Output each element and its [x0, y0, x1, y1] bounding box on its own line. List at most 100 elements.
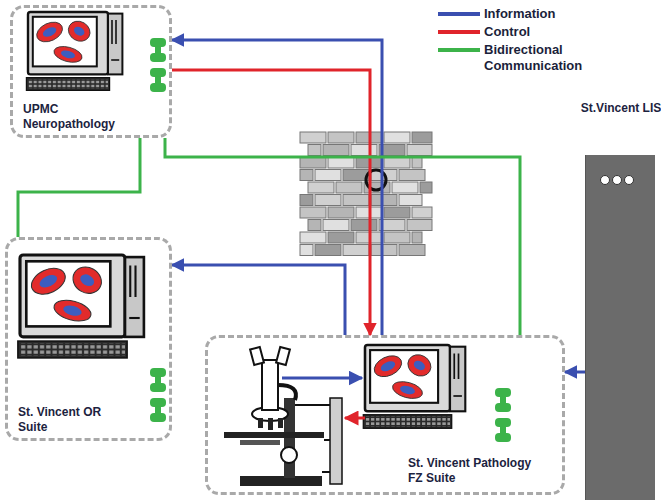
site-box: UPMC Neuropathology	[10, 5, 172, 138]
site-box: St. Vincent OR Suite	[5, 237, 172, 441]
microscope	[250, 347, 264, 365]
microscope	[276, 347, 290, 365]
legend-line	[436, 6, 484, 22]
brick	[300, 157, 326, 168]
brick	[308, 145, 321, 156]
legend: InformationControlBidirectional Communic…	[436, 6, 614, 76]
server-light	[613, 176, 622, 185]
brick	[300, 170, 313, 181]
brick	[351, 220, 377, 231]
microscope	[240, 476, 322, 486]
brick	[399, 170, 425, 181]
microscope	[278, 418, 283, 428]
brick	[308, 182, 334, 193]
telephone	[150, 368, 166, 422]
brick	[412, 207, 432, 218]
brick	[300, 207, 326, 218]
telephone	[495, 388, 511, 442]
microscope	[224, 347, 365, 486]
microscope	[224, 432, 324, 438]
brick	[328, 232, 354, 243]
brick	[328, 132, 354, 143]
brick	[407, 145, 432, 156]
microscope	[278, 385, 296, 400]
legend-row: Bidirectional Communication	[436, 42, 614, 74]
server-lights	[599, 173, 639, 187]
connector	[18, 138, 140, 237]
microscope	[295, 404, 330, 406]
server-light	[625, 176, 634, 185]
telephone	[150, 38, 166, 92]
brick	[308, 220, 321, 231]
brick	[412, 132, 432, 143]
brick	[323, 220, 349, 231]
microscope	[240, 440, 280, 445]
site-label: St. Vincent Pathology FZ Suite	[408, 456, 538, 486]
brick	[399, 245, 425, 256]
brick	[392, 182, 418, 193]
site-label: St. Vincent OR Suite	[18, 405, 113, 435]
legend-line	[438, 30, 480, 34]
telephone	[495, 388, 511, 442]
connector	[172, 40, 382, 335]
legend-line	[436, 42, 484, 58]
connector	[172, 265, 345, 335]
microscope	[268, 418, 273, 430]
site-label: St.Vincent LIS	[580, 101, 661, 116]
legend-row: Information	[436, 6, 614, 22]
computer	[18, 255, 144, 358]
legend-line	[436, 24, 484, 40]
microscope	[281, 447, 297, 463]
brick	[384, 207, 410, 218]
firewall	[300, 132, 432, 256]
legend-line	[438, 12, 480, 16]
microscope	[262, 360, 278, 410]
brick	[384, 157, 410, 168]
brick	[315, 195, 341, 206]
brick	[315, 245, 341, 256]
brick	[300, 132, 326, 143]
site-label: UPMC Neuropathology	[23, 102, 138, 132]
brick	[300, 232, 326, 243]
legend-text: Control	[484, 24, 614, 40]
microscope	[258, 418, 263, 428]
brick	[399, 195, 422, 206]
brick	[371, 245, 397, 256]
legend-text: Bidirectional Communication	[484, 42, 614, 74]
computer	[363, 345, 465, 428]
brick	[323, 145, 349, 156]
telephone	[150, 368, 166, 422]
brick	[336, 182, 362, 193]
brick	[315, 170, 341, 181]
legend-line	[438, 48, 480, 52]
telephone	[150, 38, 166, 92]
brick	[300, 245, 313, 256]
brick	[412, 157, 422, 168]
microscope	[330, 398, 342, 484]
microscope	[282, 377, 362, 380]
brick	[300, 195, 313, 206]
microscope	[324, 439, 330, 441]
microscope	[322, 471, 330, 473]
brick	[351, 145, 377, 156]
legend-row: Control	[436, 24, 614, 40]
brick	[407, 220, 432, 231]
microscope	[345, 417, 365, 420]
brick	[384, 132, 410, 143]
brick	[343, 245, 369, 256]
brick	[412, 232, 422, 243]
lis-server: St.Vincent LIS	[585, 155, 655, 500]
brick	[328, 207, 354, 218]
connector	[565, 371, 585, 374]
brick	[384, 232, 410, 243]
brick	[343, 195, 369, 206]
server-light	[601, 176, 610, 185]
legend-text: Information	[484, 6, 614, 22]
computer	[18, 255, 144, 358]
brick	[371, 195, 397, 206]
brick	[420, 182, 432, 193]
computer	[363, 345, 465, 428]
site-box: St. Vincent Pathology FZ Suite	[205, 335, 565, 495]
